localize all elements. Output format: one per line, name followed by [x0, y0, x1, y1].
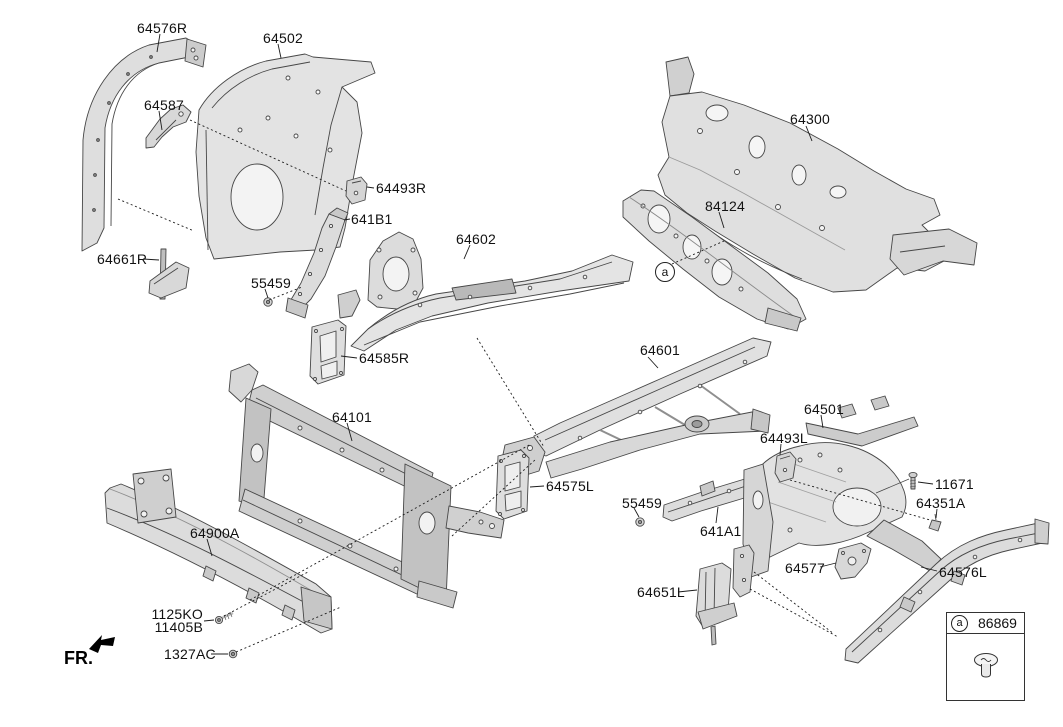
- part-label-641A1[interactable]: 641A1: [700, 523, 742, 539]
- legend-body: [947, 634, 1024, 698]
- part-64661R-illustration: [148, 248, 190, 300]
- bolt-55459-right: [635, 517, 645, 527]
- part-64300-illustration: [657, 56, 978, 293]
- part-label-64501[interactable]: 64501: [804, 401, 844, 417]
- part-64585R-illustration: [309, 319, 347, 385]
- part-label-64576L[interactable]: 64576L: [939, 564, 987, 580]
- part-label-64575L[interactable]: 64575L: [546, 478, 594, 494]
- part-64493R-illustration: [345, 176, 368, 205]
- part-64577-illustration: [834, 542, 872, 580]
- part-label-64585R[interactable]: 64585R: [359, 350, 410, 366]
- part-label-64651L[interactable]: 64651L: [637, 584, 685, 600]
- part-label-64351A[interactable]: 64351A: [916, 495, 966, 511]
- part-label-64602[interactable]: 64602: [456, 231, 496, 247]
- part-label-11671[interactable]: 11671: [935, 476, 974, 492]
- assembly-dotted-lines: [117, 119, 931, 653]
- part-label-1125KO[interactable]: 1125KO: [151, 606, 203, 622]
- part-label-64502[interactable]: 64502: [263, 30, 303, 46]
- fr-direction-arrow-icon: [89, 635, 115, 653]
- part-label-64577[interactable]: 64577: [785, 560, 825, 576]
- part-64576L-illustration: [844, 518, 1050, 664]
- part-64101-illustration: [228, 363, 505, 609]
- part-641B1-illustration: [285, 207, 349, 319]
- part-64900A-illustration: [104, 468, 333, 634]
- legend-header: a 86869: [947, 613, 1024, 634]
- bolt-11671: [875, 471, 918, 494]
- part-84124-illustration: [622, 189, 807, 332]
- part-64493L-illustration: [774, 451, 797, 483]
- part-64651L-illustration: [695, 544, 755, 646]
- part-label-64493R[interactable]: 64493R: [376, 180, 427, 196]
- part-label-64661R[interactable]: 64661R: [97, 251, 148, 267]
- fr-label: FR.: [64, 648, 93, 668]
- part-label-64587[interactable]: 64587: [144, 97, 184, 113]
- part-label-1327AC[interactable]: 1327AC: [164, 646, 216, 662]
- part-label-64601[interactable]: 64601: [640, 342, 680, 358]
- part-label-641B1[interactable]: 641B1: [351, 211, 393, 227]
- part-label-64300[interactable]: 64300: [790, 111, 830, 127]
- clip-64351A: [928, 513, 942, 532]
- legend-part-number[interactable]: 86869: [978, 615, 1017, 631]
- callout-a[interactable]: a: [655, 262, 675, 282]
- legend-box: a 86869: [946, 612, 1025, 701]
- part-64576R-illustration: [81, 37, 207, 252]
- part-label-55459-left[interactable]: 55459: [251, 275, 291, 291]
- nut-1327AC: [228, 649, 238, 659]
- fastener-screw-icon: [973, 653, 998, 678]
- part-label-64900A[interactable]: 64900A: [190, 525, 240, 541]
- part-64575L-illustration: [495, 449, 530, 520]
- part-label-64576R[interactable]: 64576R: [137, 20, 188, 36]
- part-64602-illustration: [337, 231, 634, 352]
- part-64502-illustration: [195, 53, 376, 260]
- bolt-55459-left: [263, 297, 273, 307]
- part-label-84124[interactable]: 84124: [705, 198, 745, 214]
- part-64601-illustration: [500, 337, 772, 480]
- part-64587-illustration: [145, 104, 192, 149]
- leader-lines: [142, 33, 938, 655]
- part-label-64493L[interactable]: 64493L: [760, 430, 808, 446]
- part-label-11405B[interactable]: 11405B: [154, 619, 203, 635]
- bolt-1125KO: [214, 611, 234, 625]
- part-label-64101[interactable]: 64101: [332, 409, 372, 425]
- legend-callout-a: a: [951, 614, 968, 632]
- part-label-55459-right[interactable]: 55459: [622, 495, 662, 511]
